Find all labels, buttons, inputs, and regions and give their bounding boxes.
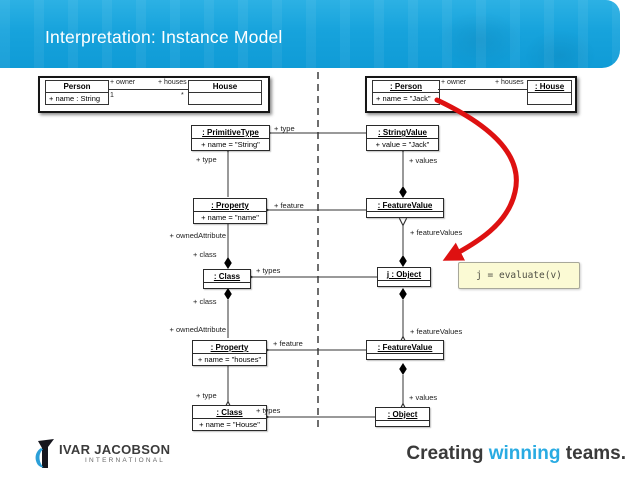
- uml-object-attribute: + name = "name": [201, 213, 259, 222]
- uml-object-title: : Property: [193, 341, 266, 354]
- composition-diamond: [399, 186, 407, 198]
- uml-object-bottom: : Object: [375, 407, 430, 427]
- association-line: [108, 89, 188, 90]
- edge-label-type: + type: [196, 391, 217, 400]
- edge-label-types: + types: [256, 406, 281, 415]
- uml-object-string-value: : StringValue + value = "Jack": [366, 125, 439, 151]
- uml-object-title: : PrimitiveType: [192, 126, 269, 139]
- uml-object-empty-compartment: [367, 212, 443, 217]
- association-role-owner: + owner: [441, 79, 467, 86]
- edge-label-feature: + feature: [273, 339, 303, 348]
- uml-object-title: j : Object: [378, 268, 430, 281]
- edge-label-types: + types: [256, 266, 281, 275]
- association-role-houses: + houses: [495, 79, 524, 86]
- uml-object-title: : Property: [194, 199, 266, 212]
- edge-label-class: + class: [193, 297, 217, 306]
- logo-company-name: IVAR JACOBSON: [59, 442, 171, 457]
- uml-object-empty-compartment: [204, 283, 250, 288]
- uml-object-class-house: : Class + name = "House": [192, 405, 267, 431]
- logo-company-subtitle: INTERNATIONAL: [85, 457, 166, 464]
- tagline-part3: teams.: [560, 443, 626, 464]
- multiplicity-owner: 1: [110, 92, 114, 99]
- uml-instance-person: : Person + name = "Jack": [372, 80, 440, 105]
- tagline-part2: winning: [488, 443, 561, 464]
- association-line: [438, 89, 527, 90]
- uml-object-title: : Object: [376, 408, 429, 421]
- page-title: Interpretation: Instance Model: [45, 27, 283, 47]
- uml-object-title: : Class: [204, 270, 250, 283]
- uml-object-property-name: : Property + name = "name": [193, 198, 267, 224]
- composition-diamond: [399, 288, 407, 300]
- uml-object-attribute: + name = "houses": [197, 355, 262, 364]
- edge-label-ownedattribute: + ownedAttribute: [169, 325, 227, 334]
- edge-label-ownedattribute: + ownedAttribute: [169, 231, 227, 240]
- edge-label-type: + type: [196, 155, 217, 164]
- uml-object-attribute: + name = "House": [199, 420, 260, 429]
- uml-instance-title: : Person: [373, 81, 439, 93]
- uml-instance-attribute: [528, 93, 571, 104]
- uml-object-empty-compartment: [378, 281, 430, 286]
- uml-object-title: : StringValue: [367, 126, 438, 139]
- composition-diamond: [224, 288, 232, 300]
- edge-label-featurevalues: + featureValues: [410, 327, 463, 336]
- uml-class-attribute: [189, 93, 261, 104]
- composition-diamond: [399, 255, 407, 267]
- slide-header-band: [0, 0, 620, 68]
- edge-label-class: + class: [193, 250, 217, 259]
- uml-object-j: j : Object: [377, 267, 431, 287]
- uml-object-empty-compartment: [367, 354, 443, 359]
- uml-instance-house: : House: [527, 80, 572, 105]
- uml-object-attribute: + value = "Jack": [375, 140, 430, 149]
- uml-class-attribute: + name : String: [49, 94, 101, 103]
- uml-class-house: House: [188, 80, 262, 105]
- code-note: j = evaluate(v): [458, 262, 580, 289]
- tagline: Creating winning teams.: [406, 443, 626, 465]
- uml-object-feature-value-top: : FeatureValue: [366, 198, 444, 218]
- uml-object-feature-value-bottom: : FeatureValue: [366, 340, 444, 360]
- composition-diamond: [399, 363, 407, 375]
- class-model-frame: Person + name : String House + owner + h…: [38, 76, 270, 113]
- uml-object-empty-compartment: [376, 421, 429, 426]
- edge-label-type: + type: [274, 124, 295, 133]
- uml-object-title: : FeatureValue: [367, 341, 443, 354]
- uml-object-class-mid: : Class: [203, 269, 251, 289]
- ivar-jacobson-logo-icon: [35, 439, 54, 468]
- uml-class-title: Person: [46, 81, 108, 93]
- tagline-part1: Creating: [406, 443, 489, 464]
- edge-label-values: + values: [409, 393, 438, 402]
- uml-object-primitive-type: : PrimitiveType + name = "String": [191, 125, 270, 151]
- multiplicity-houses: *: [181, 92, 184, 99]
- uml-object-title: : FeatureValue: [367, 199, 443, 212]
- uml-instance-attribute: + name = "Jack": [376, 94, 431, 103]
- uml-object-title: : Class: [193, 406, 266, 419]
- uml-class-title: House: [189, 81, 261, 93]
- edge-label-featurevalues: + featureValues: [410, 228, 463, 237]
- instance-model-frame: : Person + name = "Jack" : House + owner…: [365, 76, 577, 113]
- edge-label-feature: + feature: [274, 201, 304, 210]
- association-role-houses: + houses: [158, 79, 187, 86]
- uml-object-property-houses: : Property + name = "houses": [192, 340, 267, 366]
- composition-diamond: [224, 257, 232, 269]
- ivar-jacobson-logo: IVAR JACOBSON INTERNATIONAL: [33, 438, 183, 472]
- uml-object-attribute: + name = "String": [201, 140, 260, 149]
- association-role-owner: + owner: [110, 79, 136, 86]
- uml-instance-title: : House: [528, 81, 571, 93]
- edge-label-values: + values: [409, 156, 438, 165]
- uml-class-person: Person + name : String: [45, 80, 109, 105]
